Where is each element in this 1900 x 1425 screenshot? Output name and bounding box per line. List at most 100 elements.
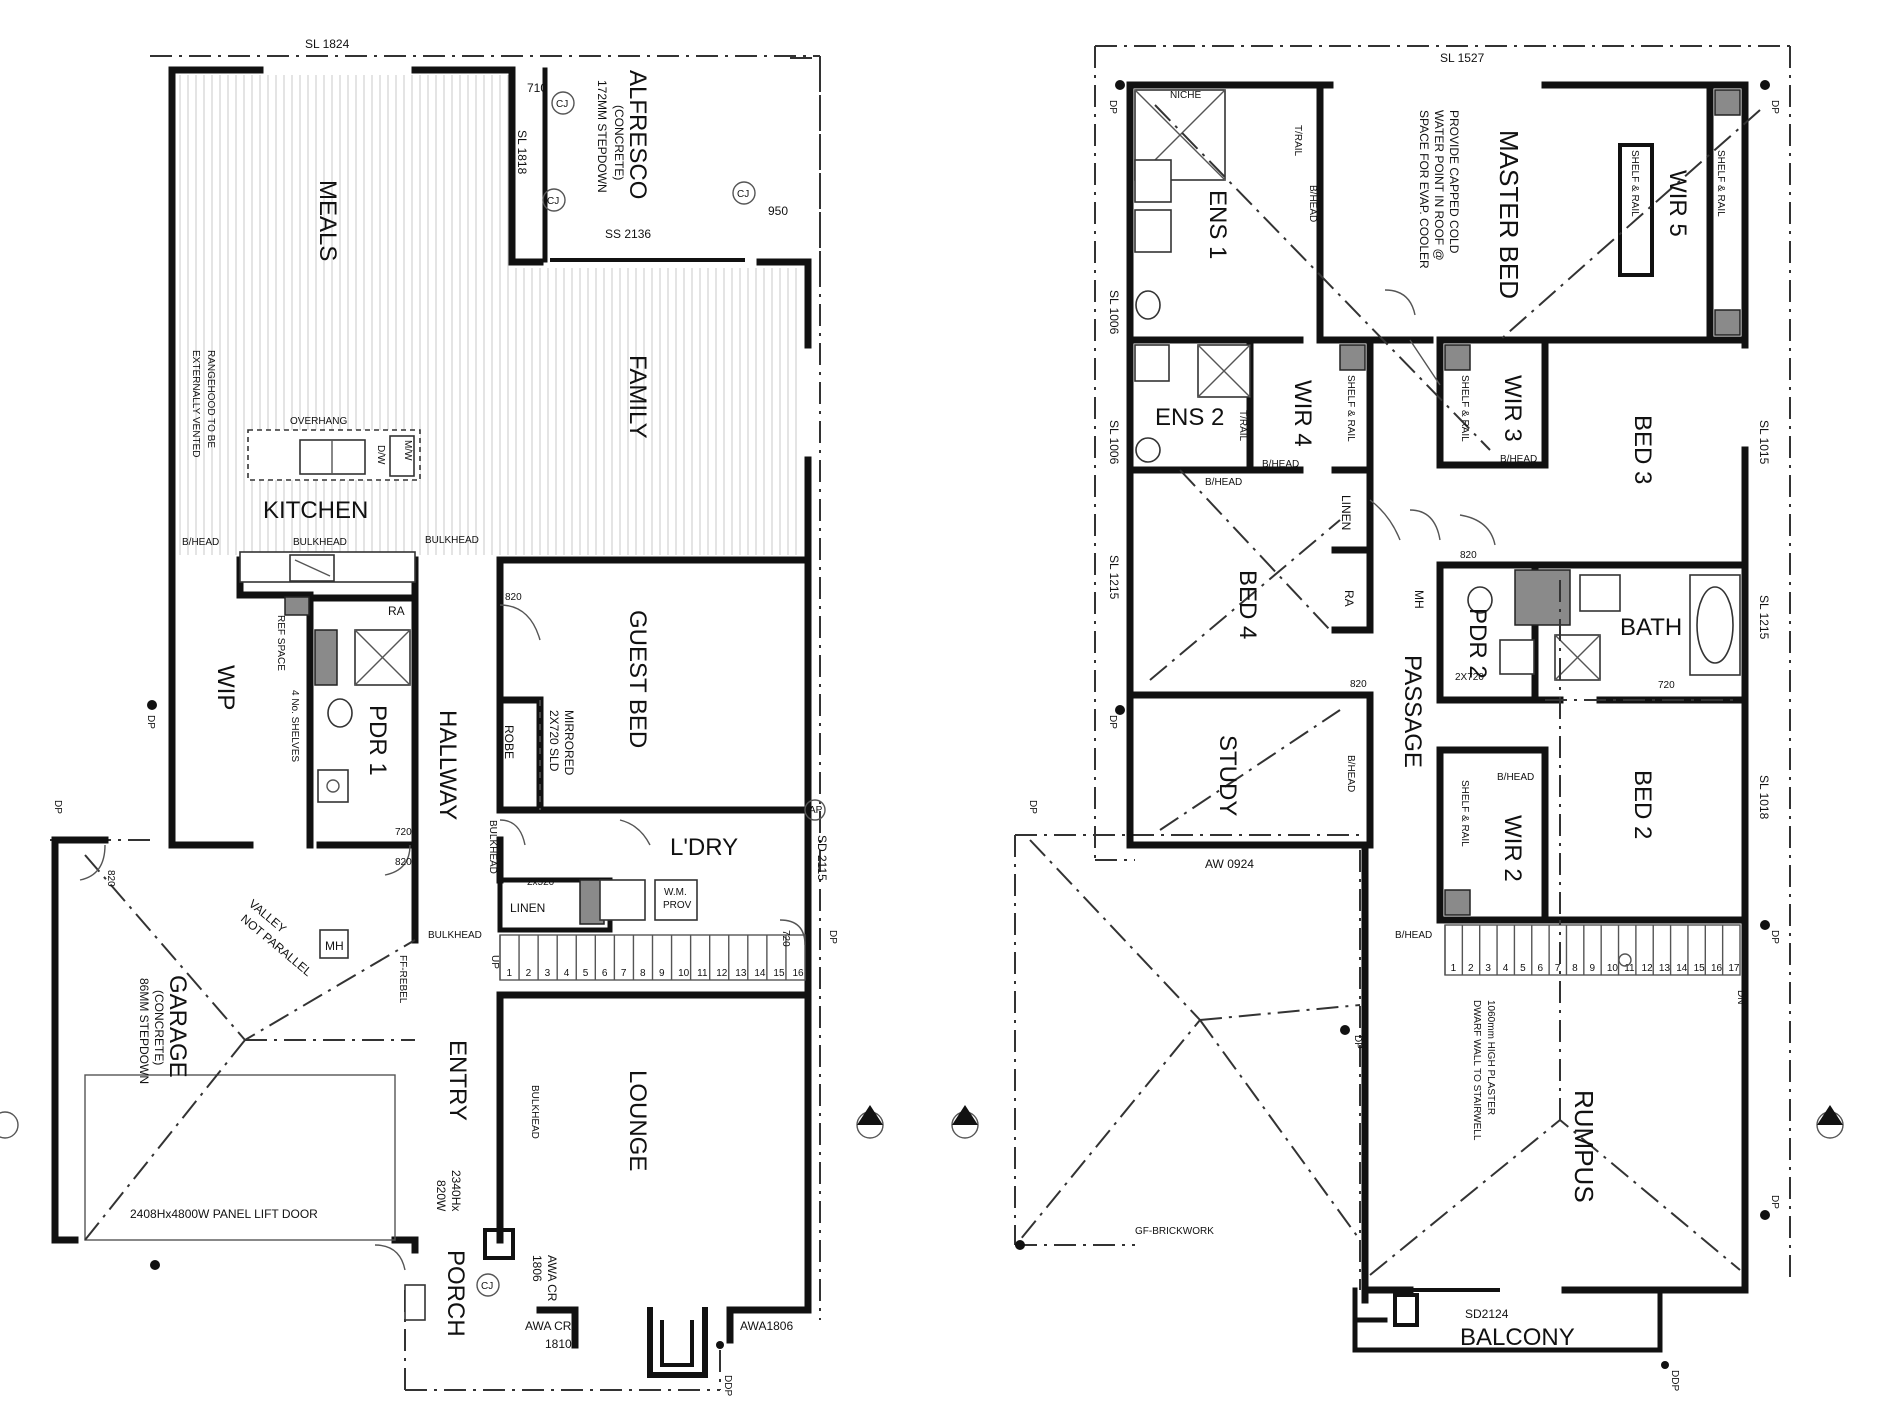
stair-number: 12 <box>1642 963 1654 974</box>
stair-number: 8 <box>1572 963 1578 974</box>
evap-note1: PROVIDE CAPPED COLD <box>1447 110 1461 254</box>
dim-820-garage: 820 <box>105 870 116 887</box>
rangehood-note1: RANGEHOOD TO BE <box>205 350 216 448</box>
mh-ground: MH <box>325 939 344 953</box>
bhead-ens1: B/HEAD <box>1307 185 1318 222</box>
shelf-rail-wir5b: SHELF & RAIL <box>1715 150 1726 217</box>
room-bed4: BED 4 <box>1234 570 1261 639</box>
cj-2: CJ <box>547 196 559 207</box>
awa-1806: AWA1806 <box>740 1319 793 1333</box>
room-wir4: WIR 4 <box>1289 380 1316 447</box>
dp-upper-3: DP <box>1769 100 1780 114</box>
stair-number: 1 <box>1451 963 1457 974</box>
room-wir2: WIR 2 <box>1499 815 1526 882</box>
room-study: STUDY <box>1214 735 1241 816</box>
awa-cr-1810-a: AWA CR <box>525 1319 572 1333</box>
sl-1006-b: SL 1006 <box>1107 420 1121 465</box>
stair-number: 8 <box>640 968 646 979</box>
stair-number: 11 <box>697 968 708 979</box>
evap-note3: SPACE FOR EVAP. COOLER <box>1417 110 1431 269</box>
linen-dim: 2x520 <box>527 877 555 888</box>
room-linen-ground: LINEN <box>510 901 545 915</box>
bulkhead-ldry: BULKHEAD <box>428 930 482 941</box>
bhead-wir2: B/HEAD <box>1497 772 1534 783</box>
dp-upper-7: DP <box>1352 1035 1363 1049</box>
sl-1215-a: SL 1215 <box>1107 555 1121 600</box>
ddp-ground: DDP <box>722 1375 733 1396</box>
stair-number: 17 <box>1728 963 1740 974</box>
stair-number: 15 <box>1694 963 1706 974</box>
dim-710: 710 <box>527 81 547 95</box>
room-ens2: ENS 2 <box>1155 404 1224 431</box>
dim-720-upper: 720 <box>1658 680 1675 691</box>
shelf-rail-wir2: SHELF & RAIL <box>1459 780 1470 847</box>
room-ra-upper: RA <box>1342 590 1356 607</box>
room-meals: MEALS <box>314 180 341 261</box>
dp-ground-right: DP <box>827 930 838 944</box>
stair-number: 4 <box>1503 963 1509 974</box>
sl-1215-b: SL 1215 <box>1757 595 1771 640</box>
room-kitchen: KITCHEN <box>263 497 368 524</box>
stair-number: 9 <box>659 968 665 979</box>
niche-label: NICHE <box>1170 90 1201 101</box>
dp-upper-1: DP <box>1107 100 1118 114</box>
bhead-ens2: B/HEAD <box>1205 477 1242 488</box>
stair-number: 16 <box>792 968 804 979</box>
shelf-rail-wir5a: SHELF & RAIL <box>1629 150 1640 217</box>
mirrored-note1: MIRRORED <box>562 710 576 776</box>
stair-number: 14 <box>754 968 766 979</box>
sd-2115-label: SD 2115 <box>815 835 829 881</box>
alfresco-sub1: (CONCRETE) <box>612 105 626 180</box>
overhang-label: OVERHANG <box>290 416 347 427</box>
dp-upper-6: DP <box>1027 800 1038 814</box>
wm-prov-1: W.M. <box>664 887 687 898</box>
gf-brickwork: GF-BRICKWORK <box>1135 1226 1214 1237</box>
stair-number: 13 <box>1659 963 1671 974</box>
room-bed2: BED 2 <box>1629 770 1656 839</box>
sd2124: SD2124 <box>1465 1307 1509 1321</box>
up-label: UP <box>489 955 500 969</box>
dwarf-note2: DWARF WALL TO STAIRWELL <box>1471 1000 1482 1141</box>
room-balcony: BALCONY <box>1460 1324 1575 1351</box>
bulkhead-lounge: BULKHEAD <box>529 1085 540 1139</box>
dim-820-upper-a: 820 <box>1350 679 1367 690</box>
dim-820-guest: 820 <box>505 592 522 603</box>
room-linen-upper: LINEN <box>1339 495 1353 530</box>
cj-3: CJ <box>737 189 749 200</box>
stair-number: 16 <box>1711 963 1723 974</box>
ss-2136-label: SS 2136 <box>605 227 651 241</box>
dim-950: 950 <box>768 204 788 218</box>
dwarf-note1: 1060mm HIGH PLASTER <box>1485 1000 1496 1115</box>
rangehood-note2: EXTERNALLY VENTED <box>190 350 201 457</box>
stair-number: 1 <box>507 968 513 979</box>
room-bath: BATH <box>1620 614 1682 641</box>
room-hallway: HALLWAY <box>434 710 461 820</box>
stair-number: 11 <box>1624 963 1635 974</box>
trail-ens2: T/RAIL <box>1237 410 1248 442</box>
stair-number: 10 <box>678 968 690 979</box>
room-master-bed: MASTER BED <box>1494 130 1524 299</box>
stair-number: 4 <box>564 968 570 979</box>
room-guest-bed: GUEST BED <box>624 610 651 748</box>
floor-hatching <box>179 75 797 555</box>
dp-upper-4: DP <box>1769 930 1780 944</box>
shelf-rail-wir3: SHELF & RAIL <box>1459 375 1470 442</box>
aw-0924: AW 0924 <box>1205 857 1254 871</box>
dp-ground-left2: DP <box>145 715 156 729</box>
evap-note2: WATER POINT IN ROOF @ <box>1432 110 1446 261</box>
room-entry: ENTRY <box>444 1040 471 1121</box>
stair-number: 7 <box>1555 963 1561 974</box>
awa-cr-1806-b: 1806 <box>530 1255 544 1282</box>
bulkhead-vert: BULKHEAD <box>487 820 498 874</box>
mh-upper: MH <box>1412 590 1426 609</box>
ref-space: REF SPACE <box>275 615 286 671</box>
dim-820-upper-b: 820 <box>1460 550 1477 561</box>
dim-2x720: 2X720 <box>1455 672 1484 683</box>
trail-ens1: T/RAIL <box>1292 125 1303 157</box>
mw-label: M/W <box>402 440 413 461</box>
awa-cr-1810-b: 1810 <box>545 1337 572 1351</box>
stair-number: 6 <box>1537 963 1543 974</box>
ddp-upper: DDP <box>1669 1370 1680 1391</box>
room-robe: ROBE <box>502 725 516 759</box>
